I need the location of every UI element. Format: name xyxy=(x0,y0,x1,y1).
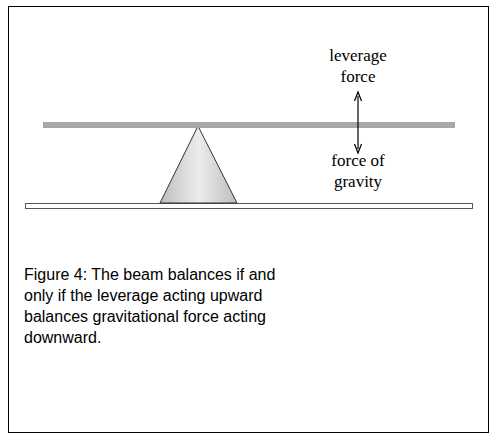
ground-bar xyxy=(26,204,473,209)
figure-caption: Figure 4: The beam balances if and only … xyxy=(24,264,309,348)
force-label: force of gravity xyxy=(318,150,398,192)
beam xyxy=(43,122,455,128)
figure-frame xyxy=(9,7,489,433)
arrow-head-up xyxy=(355,92,362,101)
fulcrum xyxy=(160,126,237,203)
force-arrow xyxy=(357,96,358,149)
force-label: leverage force xyxy=(313,45,403,87)
